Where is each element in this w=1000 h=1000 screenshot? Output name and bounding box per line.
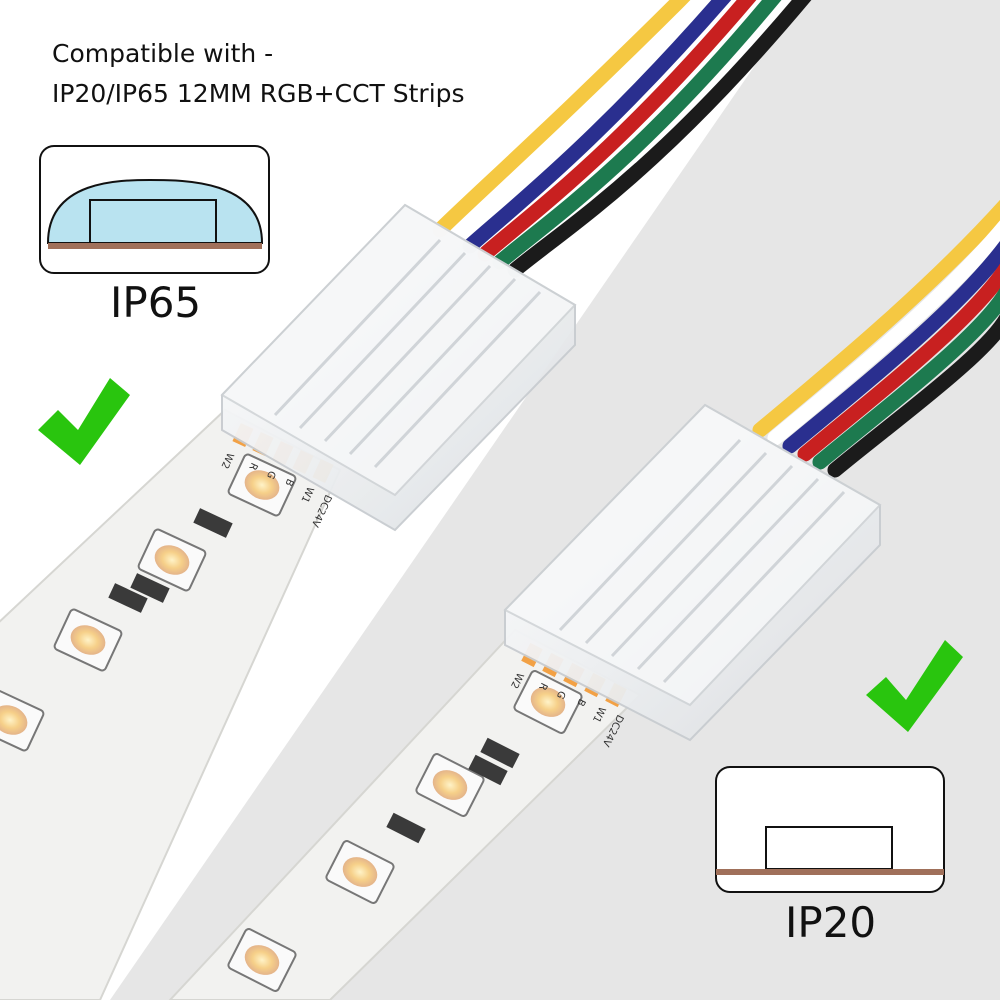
- led-chip: [227, 928, 297, 992]
- connector-cap-left: [220, 203, 577, 532]
- ip20-label: IP20: [785, 898, 877, 947]
- connector-cap-right: [503, 403, 882, 742]
- led-chip: [415, 753, 485, 817]
- pin-label-r: R: [536, 681, 549, 692]
- wire-bundle-left: [432, 0, 812, 278]
- wire-bundle-right: [752, 199, 1000, 478]
- pin-label-r: R: [246, 461, 259, 472]
- ip65-label: IP65: [110, 278, 202, 327]
- led-chip: [137, 528, 207, 592]
- checkmark-icon: [866, 640, 963, 732]
- led-chip: [53, 608, 123, 672]
- ip65-dome-icon: [46, 178, 264, 244]
- background-diagonal: [110, 0, 1000, 1000]
- pin-label-b: B: [574, 697, 587, 708]
- caption-line-1: Compatible with -: [52, 39, 274, 68]
- resistor: [386, 737, 520, 844]
- ip20-flat-icon: [765, 826, 893, 870]
- led-chip: [325, 840, 395, 904]
- pin-label-g: G: [264, 469, 277, 481]
- caption-line-2: IP20/IP65 12MM RGB+CCT Strips: [52, 79, 465, 108]
- checkmark-icon: [38, 378, 130, 465]
- resistor: [108, 508, 233, 613]
- ip65-badge: [39, 145, 270, 274]
- ip20-badge: [715, 766, 945, 893]
- pin-label-b: B: [282, 477, 295, 488]
- compatibility-caption: Compatible with - IP20/IP65 12MM RGB+CCT…: [52, 34, 465, 114]
- led-chip: [227, 453, 297, 517]
- pin-label-g: G: [554, 689, 567, 701]
- led-chip: [0, 688, 45, 752]
- led-chip: [513, 670, 583, 734]
- led-strip-left: [0, 408, 342, 1000]
